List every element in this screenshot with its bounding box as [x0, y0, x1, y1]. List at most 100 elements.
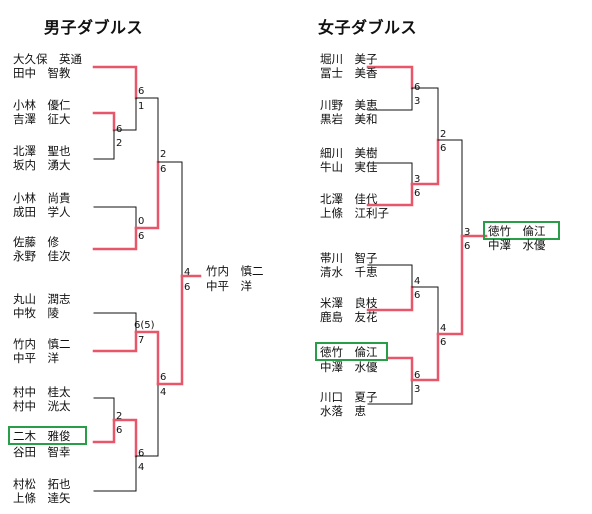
women-pair-4-player-a: 北澤 佳代: [320, 192, 378, 206]
men-r1a-top-line: [92, 65, 138, 100]
men-r1d-bot-score: 7: [138, 335, 145, 346]
women-pair-7-player-a: 徳竹 倫江: [320, 345, 378, 359]
men-final-top-score: 4: [184, 267, 191, 278]
men-sf1-top-line: [135, 97, 159, 163]
women-r1d-bot-score: 3: [414, 384, 421, 395]
women-pair-1-player-a: 堀川 美子: [320, 52, 378, 66]
men-sf2-bot-line: [135, 383, 159, 457]
men-pair-10-player-a: 村松 拓也: [13, 477, 71, 491]
women-r1d-bot-line: [367, 379, 413, 405]
women-r1c-top-score: 4: [414, 276, 421, 287]
men-final-bot-line: [156, 274, 184, 386]
men-pair-10-player-b: 上條 達矢: [13, 491, 71, 505]
men-pair-5-player-b: 永野 佳次: [13, 249, 71, 263]
men-r1f-top-score: 6: [138, 448, 145, 459]
men-champion-player-a: 竹内 慎二: [206, 264, 264, 278]
men-sf1-top-score: 2: [160, 149, 167, 160]
men-r1e-top-score: 2: [116, 411, 123, 422]
women-pair-5-player-a: 帯川 智子: [320, 251, 378, 265]
men-sf1-bot-score: 6: [160, 164, 167, 175]
men-pair-5-player-a: 佐藤 修: [13, 235, 59, 249]
men-pair-8-player-a: 村中 桂太: [13, 385, 71, 399]
women-r1a-bot-line: [367, 87, 413, 111]
men-r1d-bot-line: [92, 330, 138, 353]
men-r1c-bot-score: 6: [138, 231, 145, 242]
women-pair-1-player-b: 冨士 美香: [320, 66, 378, 80]
men-pair-6-player-a: 丸山 潤志: [13, 292, 71, 306]
women-pair-6-player-a: 米澤 良枝: [320, 296, 378, 310]
men-pair-1-player-a: 大久保 英通: [13, 52, 82, 66]
men-doubles-title: 男子ダブルス: [44, 18, 144, 37]
women-final-top-line: [437, 139, 463, 237]
men-sf1-bot-line: [134, 160, 160, 230]
men-pair-2-player-a: 小林 優仁: [13, 98, 71, 112]
women-highlight-box: [315, 342, 388, 361]
women-sf1-top-score: 2: [440, 129, 447, 140]
women-doubles-title: 女子ダブルス: [318, 18, 418, 37]
men-pair-4-player-b: 成田 学人: [13, 205, 71, 219]
women-champion-player-b: 中澤 水優: [488, 238, 546, 252]
men-r1e-top-line: [93, 397, 115, 421]
men-r1d-top-line: [93, 312, 137, 333]
women-r1c-bot-score: 6: [414, 290, 421, 301]
men-r1b-bot-line: [93, 129, 115, 160]
men-r1c-top-line: [93, 206, 137, 229]
men-r1f-top-line: [112, 418, 138, 458]
women-pair-4-player-b: 上條 江利子: [320, 206, 389, 220]
men-pair-6-player-b: 中牧 陵: [13, 306, 59, 320]
women-sf2-top-line: [411, 286, 439, 335]
men-r1f-bot-score: 4: [138, 462, 145, 473]
women-r1b-bot-line: [366, 182, 414, 207]
women-pair-3-player-a: 細川 美樹: [320, 146, 378, 160]
women-r1a-top-score: 6: [414, 82, 421, 93]
women-r1c-top-line: [367, 264, 413, 288]
women-pair-3-player-b: 牛山 実佳: [320, 160, 378, 174]
women-sf2-bot-line: [410, 332, 440, 382]
men-pair-9-player-b: 谷田 智幸: [13, 445, 71, 459]
women-pair-8-player-b: 水落 恵: [320, 404, 366, 418]
men-pair-7-player-a: 竹内 慎二: [13, 337, 71, 351]
men-pair-2-player-b: 吉澤 征大: [13, 112, 71, 126]
women-final-bot-line: [436, 234, 464, 336]
men-r1c-bot-line: [92, 226, 138, 251]
men-pair-4-player-a: 小林 尚貴: [13, 191, 71, 205]
men-r1f-bot-line: [93, 455, 137, 492]
men-final-bot-score: 6: [184, 282, 191, 293]
men-r1b-top-line: [92, 111, 116, 132]
women-champion-highlight-box: [483, 221, 560, 240]
men-r1e-bot-score: 6: [116, 425, 123, 436]
women-r1a-top-line: [366, 65, 414, 90]
women-r1b-top-score: 3: [414, 174, 421, 185]
men-pair-9-player-a: 二木 雅俊: [13, 429, 71, 443]
men-sf2-top-score: 6: [160, 372, 167, 383]
women-r1c-bot-line: [366, 285, 414, 312]
women-r1d-top-score: 6: [414, 370, 421, 381]
women-pair-5-player-b: 清水 千恵: [320, 265, 378, 279]
men-r1d-top-score: 6(5): [134, 320, 155, 331]
men-r1a-top-score: 6: [138, 86, 145, 97]
women-sf1-bot-line: [410, 138, 440, 186]
women-r1b-bot-score: 6: [414, 188, 421, 199]
men-pair-7-player-b: 中平 洋: [13, 351, 59, 365]
women-pair-2-player-b: 黒岩 美和: [320, 112, 378, 126]
women-final-top-score: 3: [464, 227, 471, 238]
men-champion-player-b: 中平 洋: [206, 279, 252, 293]
men-r1a-bot-line: [113, 97, 137, 131]
women-pair-7-player-b: 中澤 水優: [320, 360, 378, 374]
women-pair-6-player-b: 鹿島 友花: [320, 310, 378, 324]
men-pair-8-player-b: 村中 洸太: [13, 399, 71, 413]
men-highlight-box: [8, 426, 87, 445]
men-pair-3-player-a: 北澤 聖也: [13, 144, 71, 158]
men-sf2-bot-score: 4: [160, 387, 167, 398]
men-sf2-top-line: [134, 330, 160, 386]
women-pair-8-player-a: 川口 夏子: [320, 390, 378, 404]
women-sf1-top-line: [411, 87, 439, 141]
women-sf1-bot-score: 6: [440, 143, 447, 154]
women-pair-2-player-a: 川野 美恵: [320, 98, 378, 112]
women-final-bot-score: 6: [464, 241, 471, 252]
men-r1a-bot-score: 1: [138, 101, 145, 112]
men-r1b-bot-score: 2: [116, 138, 123, 149]
women-r1d-top-line: [386, 356, 414, 382]
women-champion-player-a: 徳竹 倫江: [488, 224, 546, 238]
